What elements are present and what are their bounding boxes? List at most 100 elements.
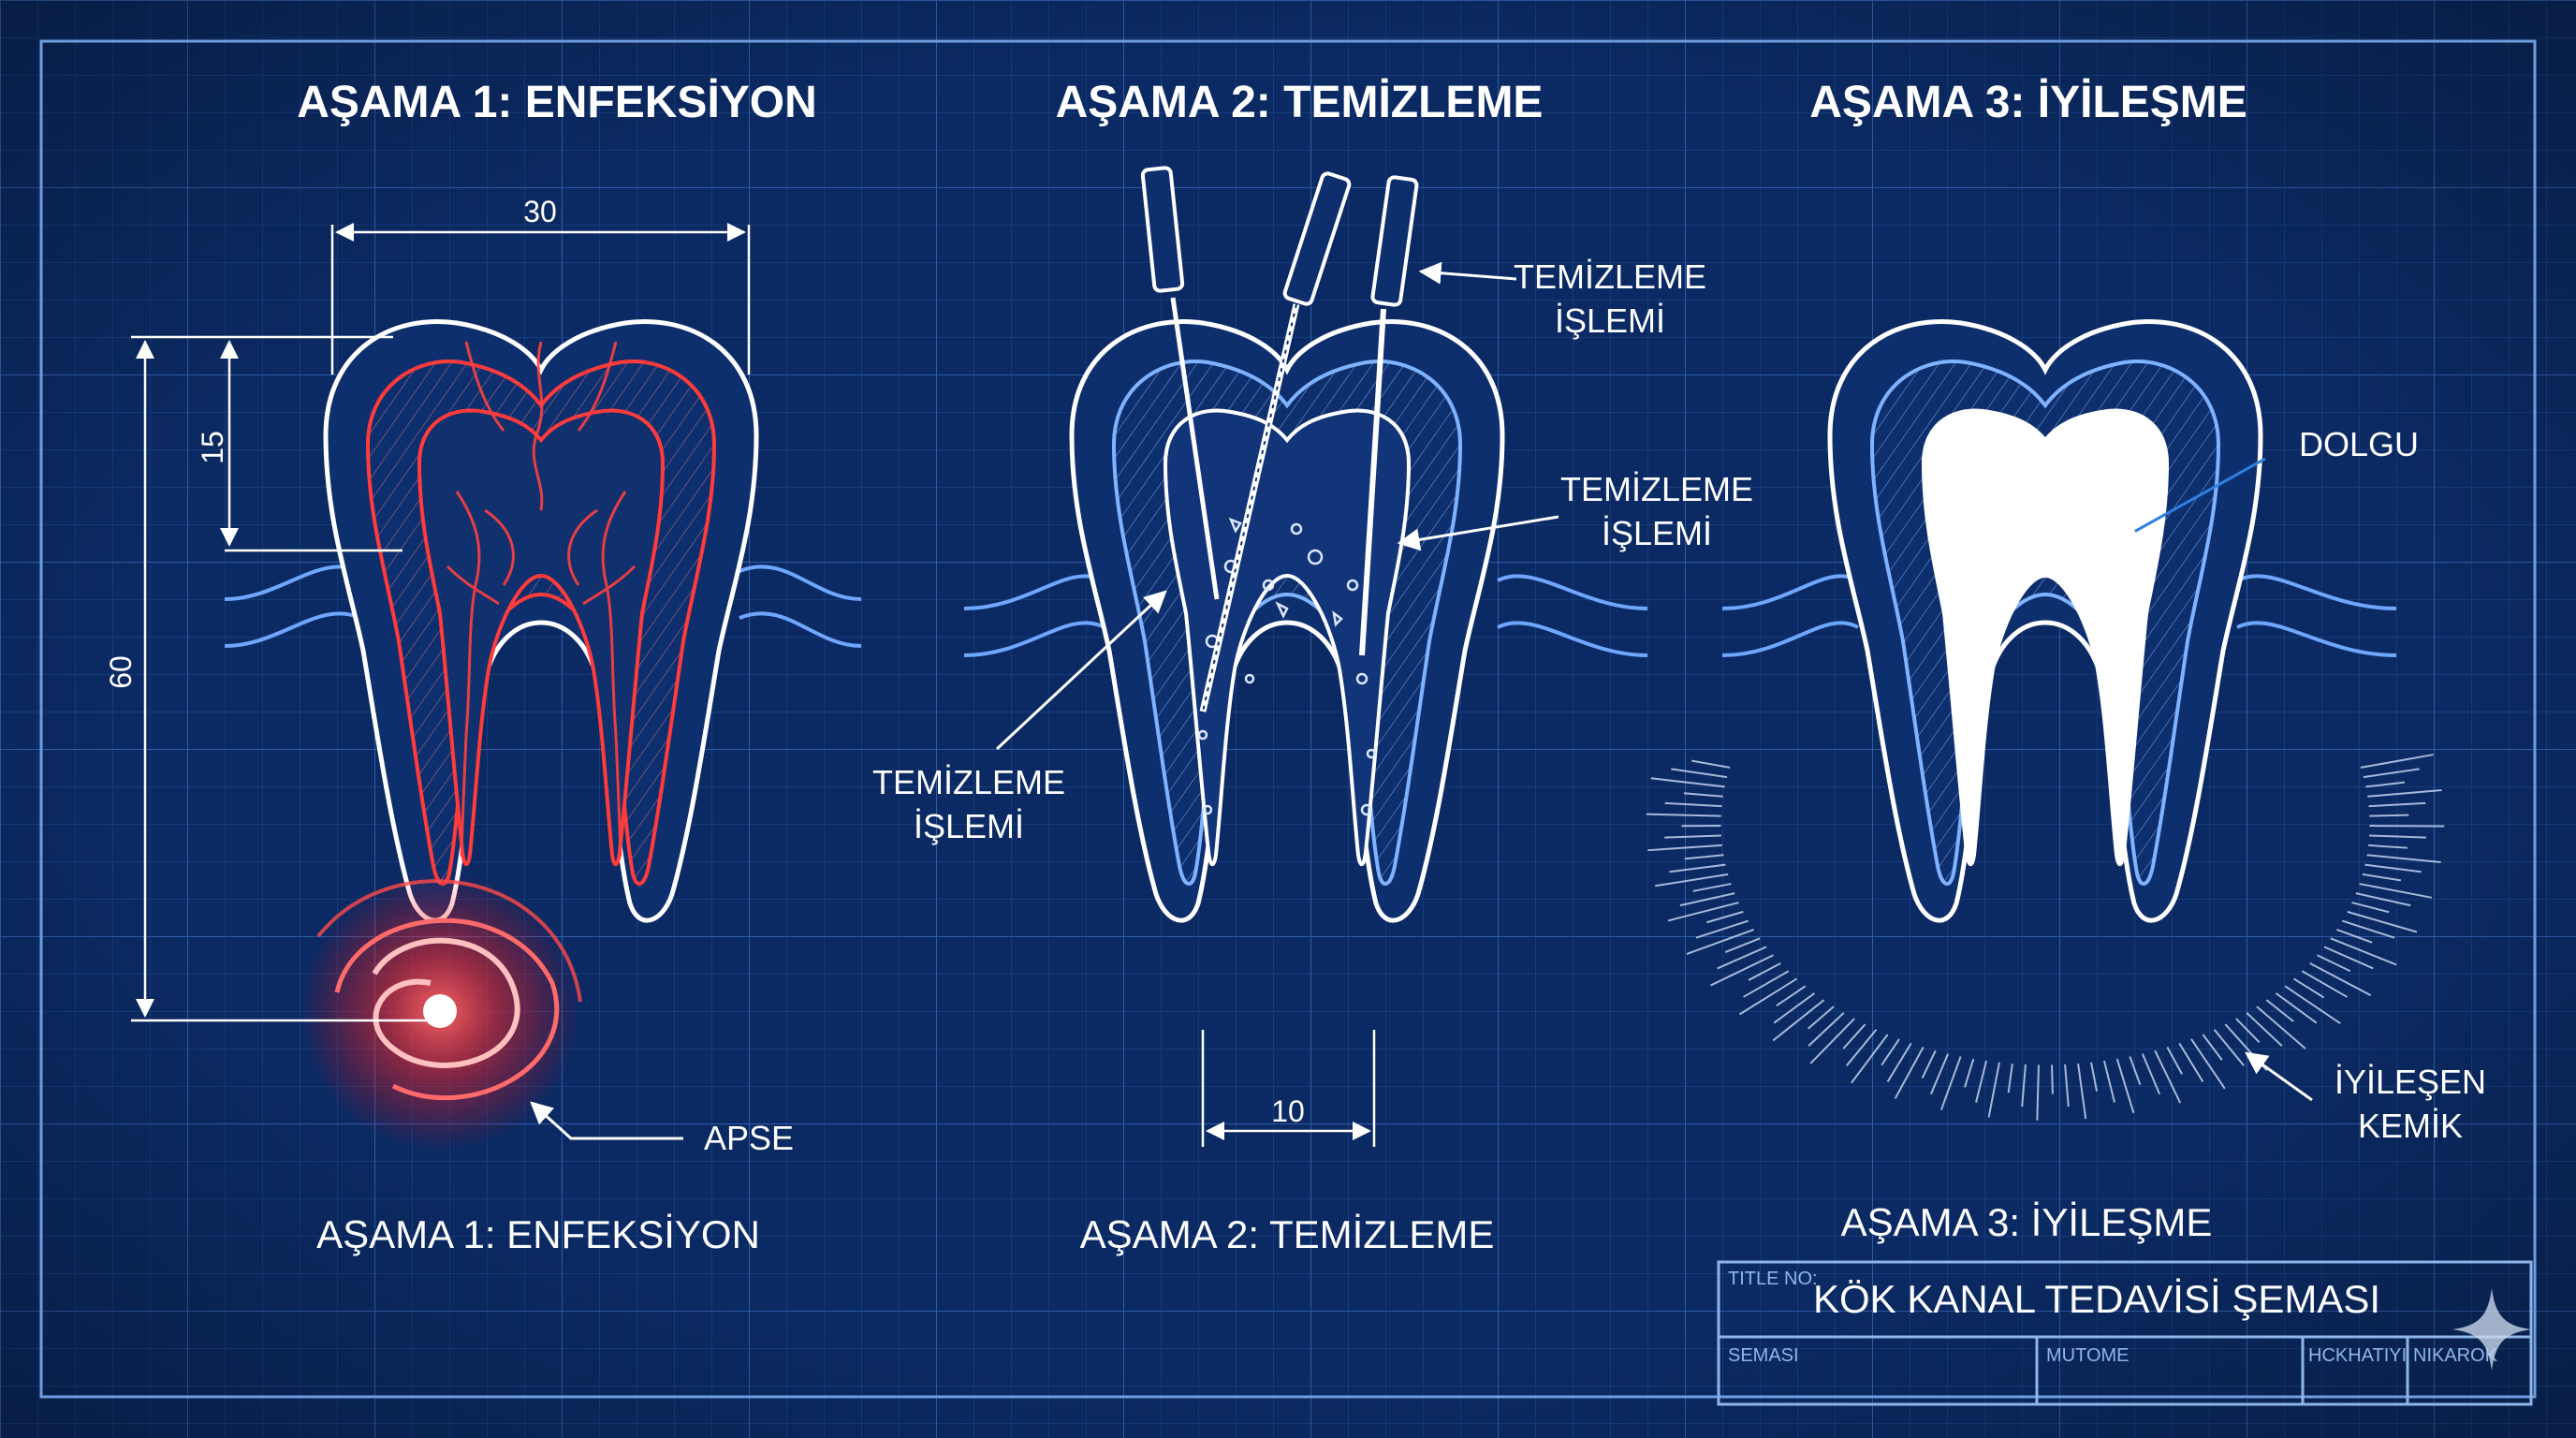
healing-ray <box>1881 1038 1900 1066</box>
title-block: TITLE NO: KÖK KANAL TEDAVİSİ ŞEMASI SEMA… <box>1717 1260 2533 1406</box>
cleaning-left-label-line2: İŞLEMİ <box>914 807 1024 845</box>
healing-ray <box>2256 1005 2306 1049</box>
healing-ray <box>2335 929 2373 944</box>
healing-ray <box>1743 970 1790 998</box>
healing-ray <box>1975 1060 1988 1103</box>
healing-ray <box>1646 813 1721 817</box>
healing-bone-label-line1: İYİLEŞEN <box>2334 1063 2486 1101</box>
healing-ray <box>1921 1049 1937 1079</box>
healing-ray <box>1671 768 1728 779</box>
healing-ray <box>1692 883 1732 892</box>
healing-ray <box>2341 919 2395 939</box>
healing-ray <box>2284 985 2341 1025</box>
healing-ray <box>2154 1049 2182 1104</box>
cleaning-top-label-line2: İŞLEMİ <box>1555 301 1665 340</box>
healing-ray <box>2369 814 2409 817</box>
healing-ray <box>2129 1056 2142 1085</box>
stage-1-heading: AŞAMA 1: ENFEKSİYON <box>297 78 817 127</box>
healing-ray <box>1717 946 1767 970</box>
healing-ray <box>1705 910 1744 924</box>
dimension-apex-width-label: 10 <box>1271 1094 1305 1128</box>
healing-ray <box>2330 937 2397 966</box>
healing-ray <box>2368 844 2408 849</box>
title-cell-3: HCKHATIYI <box>2308 1345 2407 1366</box>
file-left <box>1140 166 1220 600</box>
healing-ray <box>1964 1058 1975 1088</box>
healing-ray <box>1776 985 1807 1007</box>
healing-ray <box>2141 1053 2161 1095</box>
healing-ray <box>2102 1060 2115 1103</box>
healing-ray <box>2360 754 2434 769</box>
title-cell-2: MUTOME <box>2046 1345 2130 1366</box>
healing-ray <box>2359 883 2433 899</box>
healing-ray <box>2036 1064 2040 1121</box>
file-right <box>1359 175 1419 656</box>
healing-ray <box>1845 1029 1878 1066</box>
healing-ray <box>2021 1064 2027 1108</box>
gum-line-left <box>1721 574 1859 657</box>
cleaning-left-leader <box>995 590 1167 751</box>
healing-ray <box>1772 999 1825 1042</box>
stage-1-group: AŞAMA 1: ENFEKSİYON <box>104 78 862 1256</box>
cleaning-top-label-line1: TEMİZLEME <box>1514 257 1706 296</box>
healing-ray <box>1669 863 1726 873</box>
healing-ray <box>1939 1056 1962 1111</box>
stage-2-heading: AŞAMA 2: TEMİZLEME <box>1056 78 1544 127</box>
stage-2-caption: AŞAMA 2: TEMİZLEME <box>1080 1212 1495 1256</box>
healing-ray <box>1807 1005 1835 1030</box>
file-middle <box>1199 171 1352 712</box>
healing-ray <box>2246 1012 2283 1047</box>
healing-ray <box>2190 1038 2226 1090</box>
filling-leader <box>2115 457 2266 543</box>
healing-ray <box>2323 946 2374 970</box>
healing-ray <box>1748 962 1781 981</box>
title-no-label: TITLE NO: <box>1728 1269 1818 1289</box>
healing-ray <box>1684 854 1724 860</box>
dimension-lines-stage-1 <box>131 223 751 1022</box>
healing-ray <box>1808 1012 1845 1047</box>
healing-ray <box>2368 801 2426 808</box>
stage-2-group: AŞAMA 2: TEMİZLEME <box>872 78 1753 1256</box>
healing-bone-label-line2: KEMİK <box>2358 1107 2463 1145</box>
healing-ray <box>2367 789 2442 798</box>
cleaning-top-leader <box>1418 261 1517 285</box>
blueprint-border <box>39 39 2537 1399</box>
healing-ray <box>1851 1034 1889 1084</box>
healing-ray <box>1842 1023 1866 1049</box>
cleaning-left-label-line1: TEMİZLEME <box>872 763 1065 801</box>
healing-ray <box>2363 768 2420 779</box>
filling-label: DOLGU <box>2299 425 2419 463</box>
healing-ray <box>2115 1058 2135 1114</box>
healing-ray <box>2362 873 2402 882</box>
healing-ray <box>1664 801 1722 808</box>
dimension-crown-height-label: 15 <box>196 431 229 464</box>
healing-ray <box>2178 1042 2204 1083</box>
healing-ray <box>2317 954 2351 973</box>
healing-ray <box>1664 834 1721 839</box>
healing-bone-rays <box>1646 754 2445 1121</box>
abscess-leader <box>530 1101 683 1140</box>
title-cell-4: NIKAROK <box>2413 1345 2498 1366</box>
cleaning-right-label-line2: İŞLEMİ <box>1602 514 1712 552</box>
healing-ray <box>1647 844 1722 852</box>
sparkle-icon <box>2452 1288 2531 1371</box>
healing-bone-leader <box>2245 1051 2313 1102</box>
healing-ray <box>1738 977 1798 1016</box>
healing-ray <box>1686 929 1755 955</box>
healing-ray <box>2275 992 2318 1024</box>
title-cell-1: SEMASI <box>1728 1345 1799 1366</box>
infected-tooth <box>326 322 756 921</box>
healing-ray <box>2007 1063 2013 1093</box>
cleaning-right-leader <box>1397 515 1559 551</box>
healing-ray <box>2077 1063 2087 1120</box>
healing-ray <box>1773 992 1816 1024</box>
stage-3-heading: AŞAMA 3: İYİLEŞME <box>1809 78 2247 127</box>
healing-ray <box>2351 902 2390 914</box>
dimension-width-label: 30 <box>523 195 557 228</box>
healing-ray <box>2202 1034 2223 1061</box>
gum-line-right <box>1497 574 1648 657</box>
endodontic-files <box>1140 166 1419 712</box>
healing-ray <box>2301 970 2348 998</box>
healing-ray <box>2064 1064 2070 1108</box>
